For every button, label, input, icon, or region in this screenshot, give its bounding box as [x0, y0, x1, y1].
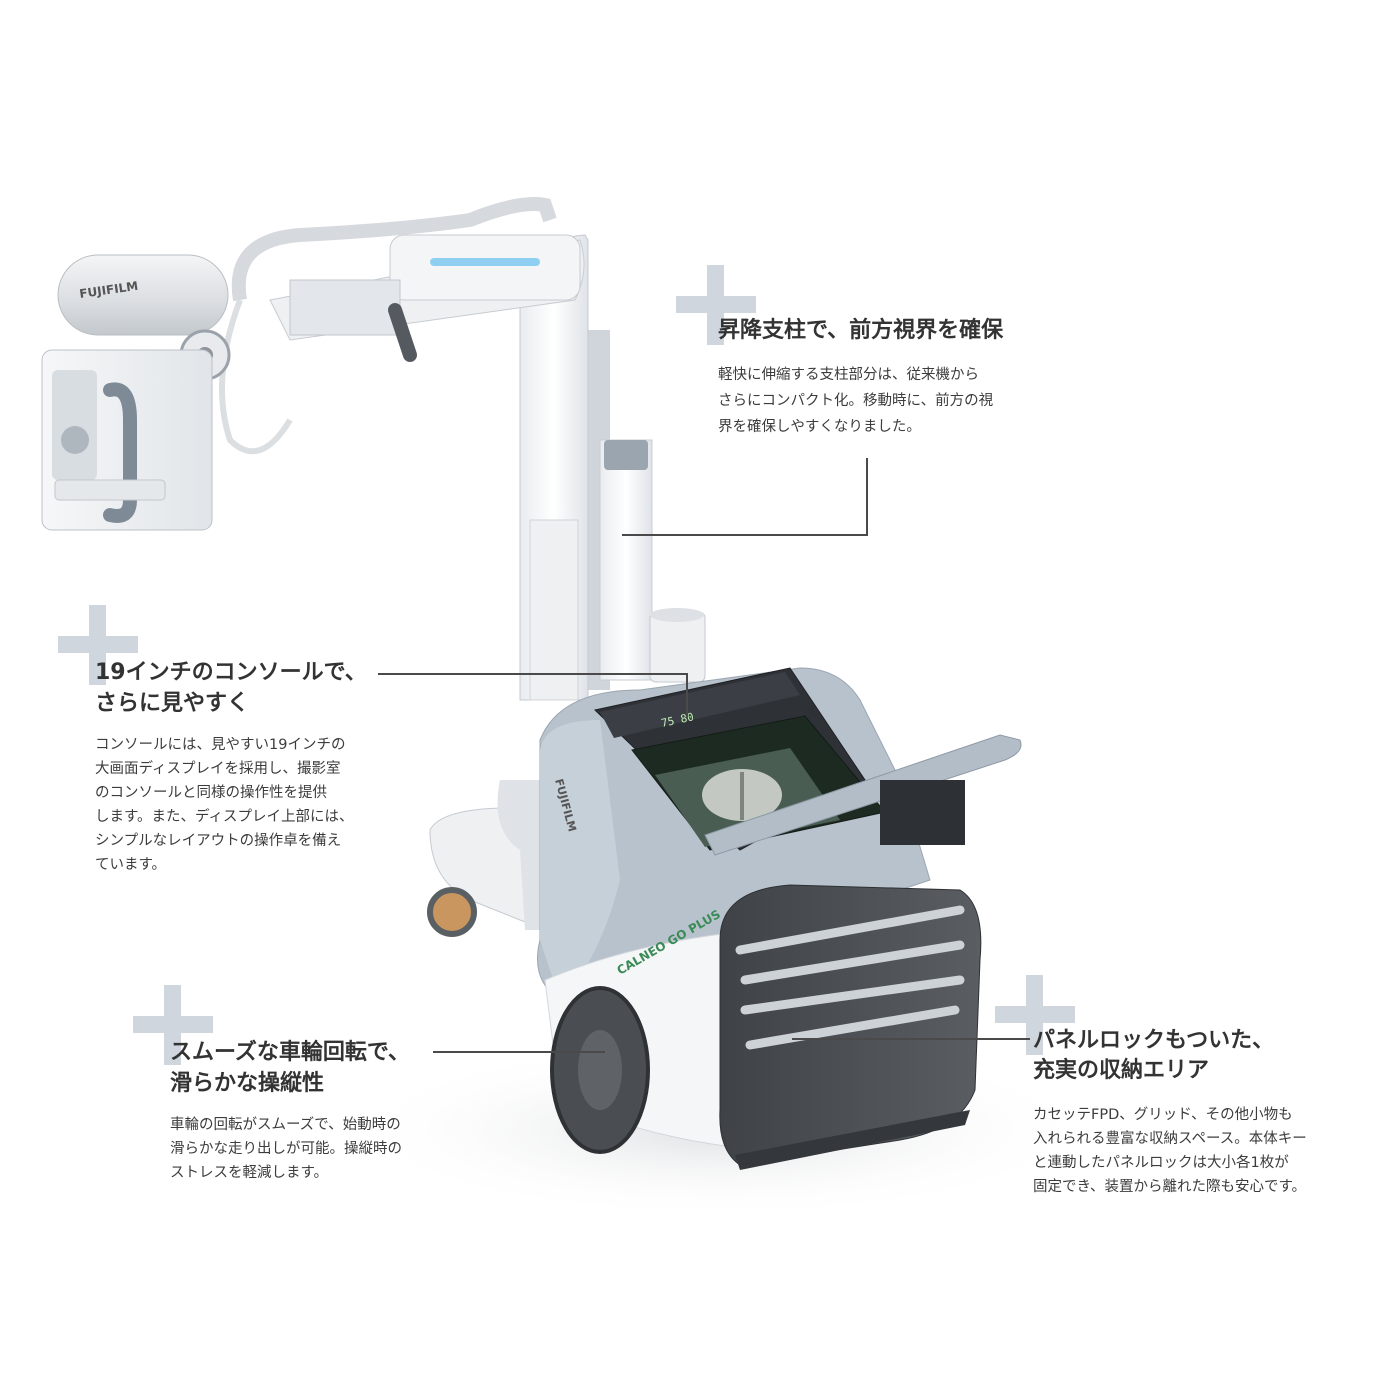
push-handle	[704, 734, 1022, 856]
column-body-line: 界を確保しやすくなりました。	[718, 419, 921, 435]
storage-body-line: 入れられる豊富な収納スペース。本体キー	[1033, 1131, 1307, 1147]
storage-body-line: 固定でき、装置から離れた際も安心です。	[1033, 1179, 1307, 1195]
column-body-line: さらにコンパクト化。移動時に、前方の視	[718, 393, 994, 409]
column-body-line: 軽快に伸縮する支柱部分は、従来機から	[718, 367, 979, 383]
column-heading: 昇降支柱で、前方視界を確保	[718, 318, 1004, 343]
wheel-body-line: ストレスを軽減します。	[170, 1165, 329, 1181]
console-body-line: コンソールには、見やすい19インチの	[95, 737, 346, 753]
storage-heading-line: パネルロックもついた、	[1033, 1028, 1275, 1053]
leader-line-column-vertical	[866, 458, 868, 536]
console-heading-line: 19インチのコンソールで、	[95, 660, 367, 685]
console-body-line: 大画面ディスプレイを採用し、撮影室	[95, 761, 341, 777]
leader-line-wheel	[433, 1051, 605, 1053]
caster-wheel	[427, 887, 477, 937]
wheel-body-line: 車輪の回転がスムーズで、始動時の	[170, 1117, 401, 1133]
wheel-heading-line: スムーズな車輪回転で、	[170, 1040, 411, 1065]
wheel-body-line: 滑らかな走り出しが可能。操縦時の	[170, 1141, 402, 1157]
console-body-line: します。また、ディスプレイ上部には、	[95, 809, 354, 825]
leader-line-column-horizontal	[622, 534, 868, 536]
leader-line-console-vertical	[686, 673, 688, 718]
storage-rails	[735, 905, 965, 1050]
console-body-line: のコンソールと同様の操作性を提供	[95, 785, 327, 801]
console-body-line: ています。	[95, 857, 167, 873]
storage-heading-line: 充実の収納エリア	[1033, 1058, 1210, 1083]
console-body-line: シンプルなレイアウトの操作卓を備え	[95, 833, 342, 849]
storage-body-line: と連動したパネルロックは大小各1枚が	[1033, 1155, 1289, 1171]
arm-led	[430, 258, 540, 266]
console-heading-line: さらに見やすく	[95, 691, 250, 716]
leader-line-storage	[792, 1038, 1030, 1040]
wheel-heading-line: 滑らかな操縦性	[170, 1071, 325, 1096]
xray-tube-head	[57, 254, 229, 336]
leader-line-console-horizontal	[378, 673, 688, 675]
storage-body-line: カセッテFPD、グリッド、その他小物も	[1033, 1107, 1293, 1123]
